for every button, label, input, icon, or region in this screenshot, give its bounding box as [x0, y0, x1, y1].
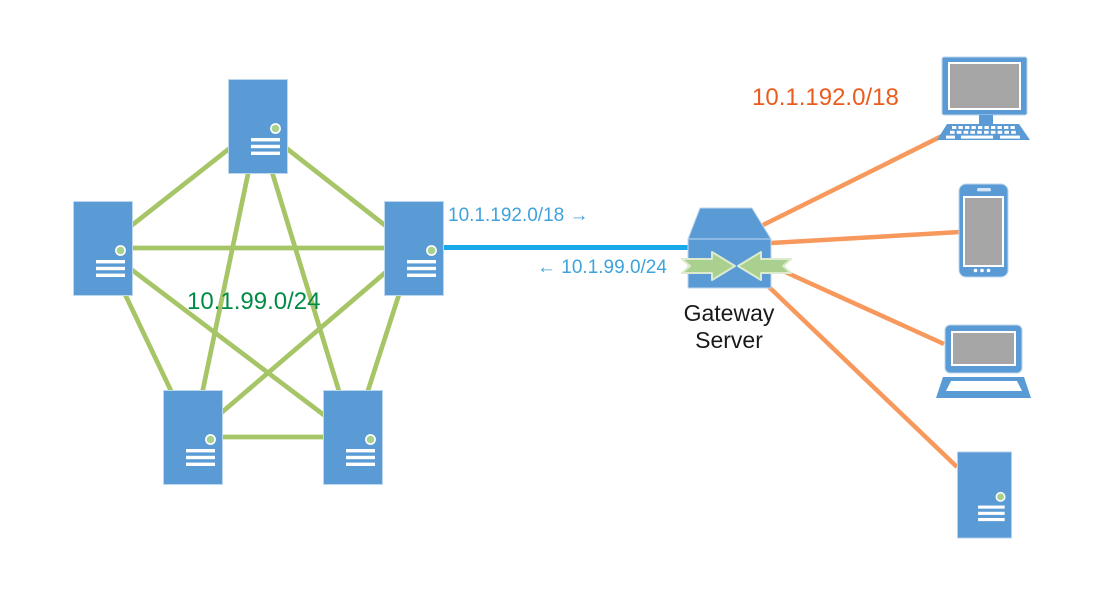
gateway-outbound-arrow-icon: [737, 251, 792, 281]
gateway-router-icon: [681, 207, 792, 289]
laptop-screen: [951, 331, 1016, 366]
remote-link-line: [761, 125, 960, 228]
monitor-stand: [979, 115, 993, 126]
phone-home-dots: [973, 268, 991, 273]
phone-screen: [963, 196, 1004, 267]
uplink-forward-route-label: 10.1.192.0/18 →: [448, 205, 589, 226]
desktop-computer-icon: [937, 56, 1030, 140]
mesh-link-line: [255, 125, 356, 438]
gateway-inbound-arrow-icon: [681, 251, 736, 281]
remote-subnet-label: 10.1.192.0/18: [752, 84, 899, 111]
mesh-server-icon: [163, 390, 223, 485]
remote-link-line: [771, 263, 945, 347]
mesh-server-icon: [384, 201, 444, 296]
laptop-base-slot: [946, 381, 1022, 391]
remote-server-icon: [957, 451, 1012, 539]
remote-links: [761, 125, 961, 469]
gateway-top-face: [687, 207, 772, 240]
gateway-label: Gateway Server: [683, 300, 775, 353]
mesh-server-icon: [228, 79, 288, 174]
mesh-link-line: [191, 246, 416, 439]
keyboard-keys: [946, 126, 1020, 139]
uplink-return-route-label: ← 10.1.99.0/24: [537, 257, 667, 278]
mesh-subnet-label: 10.1.99.0/24: [187, 288, 321, 315]
mesh-server-icon: [323, 390, 383, 485]
smartphone-icon: [958, 183, 1009, 278]
laptop-icon: [936, 324, 1031, 398]
mesh-server-icon: [73, 201, 133, 296]
mesh-link-line: [101, 246, 355, 439]
mesh-link-line: [190, 125, 261, 438]
monitor-screen: [948, 62, 1021, 110]
phone-speaker: [977, 188, 991, 192]
remote-link-line: [770, 229, 961, 246]
remote-link-line: [767, 285, 959, 469]
